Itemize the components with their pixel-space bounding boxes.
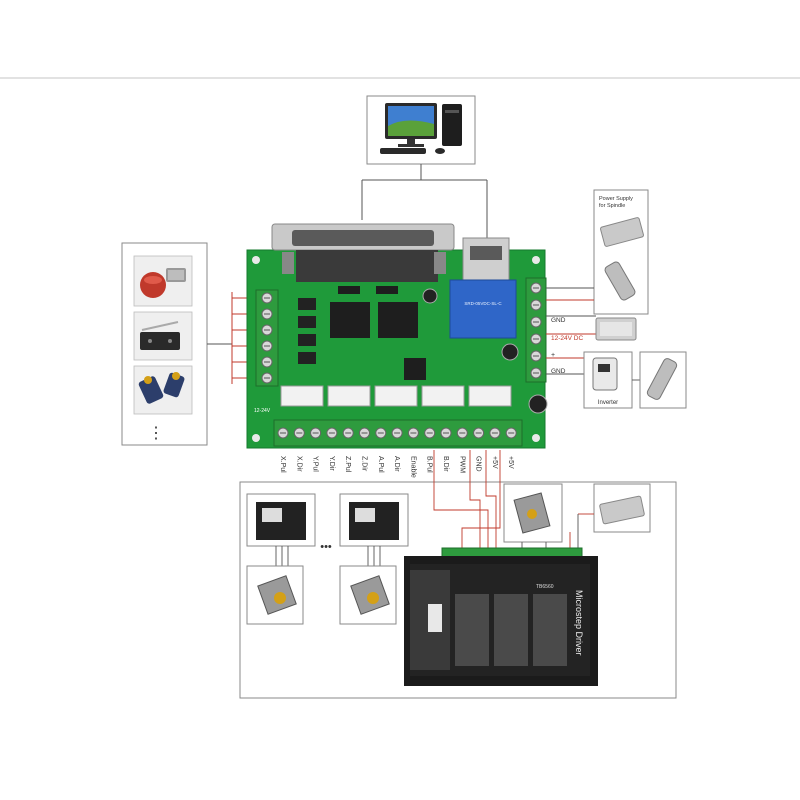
dip-switch-block [428, 604, 442, 632]
terminal-label: B.Pul [426, 456, 433, 473]
terminal-label: A.Pul [377, 456, 384, 473]
relay: SRD-05VDC-SL-C [449, 279, 517, 339]
capacitor [528, 394, 548, 414]
right-terminal-block [525, 277, 547, 383]
ic-chips [330, 286, 426, 380]
right-wires [546, 287, 596, 375]
optocouplers [298, 298, 316, 364]
terminal-label: Y.Dir [328, 456, 335, 471]
driver-motor-wires [275, 546, 381, 566]
terminal-label: +5V [491, 456, 498, 469]
db25-connector [271, 223, 455, 282]
dc-supply-label: 12-24V DC [551, 335, 583, 342]
terminal-label: Z.Dir [361, 456, 368, 472]
emergency-stop-icon [133, 255, 193, 307]
gnd-label-bottom: GND [551, 368, 566, 375]
usb-connector [462, 237, 510, 287]
spindle-box [639, 351, 687, 409]
computer-box [366, 95, 476, 165]
driver-power-supply-box [593, 483, 651, 533]
driver-label-tables [455, 594, 567, 666]
terminal-label: PWM [458, 456, 465, 473]
terminal-labels: X.Pul X.Dir Y.Pul Y.Dir Z.Pul Z.Dir A.Pul A.Dir… [279, 456, 514, 478]
more-inputs-ellipsis: ⋮ [148, 425, 164, 442]
inverter-icon [592, 357, 618, 391]
plus-marker: + [551, 352, 555, 359]
svg-text:SRD-05VDC-SL-C: SRD-05VDC-SL-C [464, 301, 502, 306]
terminal-label: Enable [409, 456, 416, 478]
right-terminal-screws [530, 282, 542, 379]
stepper-motor-box-1 [246, 565, 304, 625]
terminal-label: A.Dir [393, 456, 400, 472]
dc-power-supply [595, 317, 637, 341]
proximity-sensor-icon [133, 365, 193, 415]
capacitor [422, 288, 438, 304]
terminal-label: GND [475, 456, 482, 472]
input-devices-box: ⋮ [121, 242, 208, 446]
spindle-icon [646, 358, 678, 400]
bottom-terminal-screws [277, 427, 517, 439]
spindle-power-box: Power Supply for Spindle [593, 189, 649, 315]
stepper-driver-box-2 [339, 493, 409, 547]
terminal-label: Z.Pul [344, 456, 351, 473]
terminal-label: X.Dir [295, 456, 302, 472]
gnd-label-top: GND [551, 317, 566, 324]
computer-icon [380, 103, 462, 154]
driver-area-frame [239, 481, 677, 699]
breakout-board: SRD-05VDC-SL-C 12-24V [246, 223, 548, 449]
left-terminal-screws [261, 292, 273, 384]
terminal-label: Y.Pul [312, 456, 319, 472]
main-stepper-motor-box [503, 483, 563, 543]
terminal-label: +5V [507, 456, 514, 469]
terminal-label: X.Pul [279, 456, 286, 473]
left-terminal-block [255, 289, 279, 387]
signal-wires [433, 450, 594, 548]
limit-switch-icon [133, 311, 193, 361]
power-supply-icon [599, 495, 645, 525]
terminal-label: B.Dir [442, 456, 449, 472]
inverter-box: Inverter [583, 351, 633, 409]
driver-title: Microstep Driver [574, 590, 584, 656]
driver-model: TB6560 [536, 584, 554, 590]
pcb-text: 12-24V [254, 408, 271, 414]
power-supply-icon [600, 217, 644, 247]
capacitor [501, 343, 519, 361]
jst-connectors [280, 385, 512, 407]
stepper-motor-box-2 [339, 565, 397, 625]
spindle-motor-icon [604, 261, 636, 301]
microstep-driver: Microstep Driver TB6560 [404, 547, 598, 686]
spindle-power-label: Power Supply for Spindle [599, 196, 634, 209]
stepper-driver-box-1 [246, 493, 316, 547]
inverter-label: Inverter [598, 400, 618, 406]
more-drivers-ellipsis: ••• [320, 541, 332, 553]
computer-cable [361, 164, 488, 238]
